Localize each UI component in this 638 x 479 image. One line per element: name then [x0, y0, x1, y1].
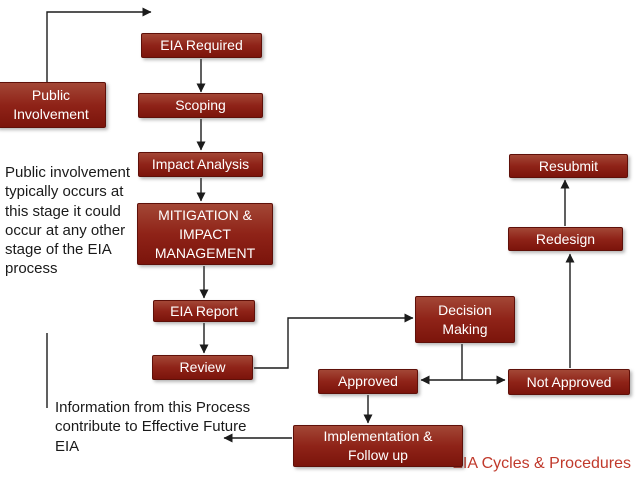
node-label: Impact Analysis	[151, 156, 250, 172]
node-review: Review	[152, 355, 253, 380]
node-public-involvement: Public Involvement	[0, 82, 106, 128]
node-label: Redesign	[535, 230, 596, 247]
node-mitigation: MITIGATION & IMPACT MANAGEMENT	[137, 203, 273, 265]
node-implementation: Implementation & Follow up	[293, 425, 463, 467]
slide-title: EIA Cycles & Procedures	[452, 455, 631, 472]
connector-review-to-decision-making	[254, 313, 414, 369]
node-resubmit: Resubmit	[509, 154, 628, 178]
node-label: Scoping	[175, 97, 226, 113]
node-decision-making: Decision Making	[415, 296, 515, 343]
node-label: Implementation & Follow up	[323, 428, 433, 463]
public-involvement-note: Public involvement typically occurs at t…	[5, 164, 131, 278]
node-eia-report: EIA Report	[153, 300, 255, 322]
node-impact-analysis: Impact Analysis	[138, 152, 263, 177]
node-label: MITIGATION & IMPACT MANAGEMENT	[154, 206, 256, 261]
node-eia-required: EIA Required	[141, 33, 262, 58]
node-label: Decision Making	[438, 301, 492, 337]
node-not-approved: Not Approved	[508, 369, 630, 395]
node-redesign: Redesign	[508, 227, 623, 251]
node-label: Public Involvement	[13, 87, 89, 122]
node-label: Approved	[338, 373, 398, 389]
connector-feedback-loop-top	[46, 7, 152, 82]
node-label: Review	[179, 359, 226, 375]
node-label: EIA Required	[160, 37, 243, 53]
node-approved: Approved	[318, 369, 418, 394]
node-label: Not Approved	[526, 373, 612, 390]
node-label: Resubmit	[538, 157, 599, 174]
node-scoping: Scoping	[138, 93, 263, 118]
future-eia-note: Information from this Process contribute…	[55, 399, 251, 455]
node-label: EIA Report	[170, 302, 238, 319]
